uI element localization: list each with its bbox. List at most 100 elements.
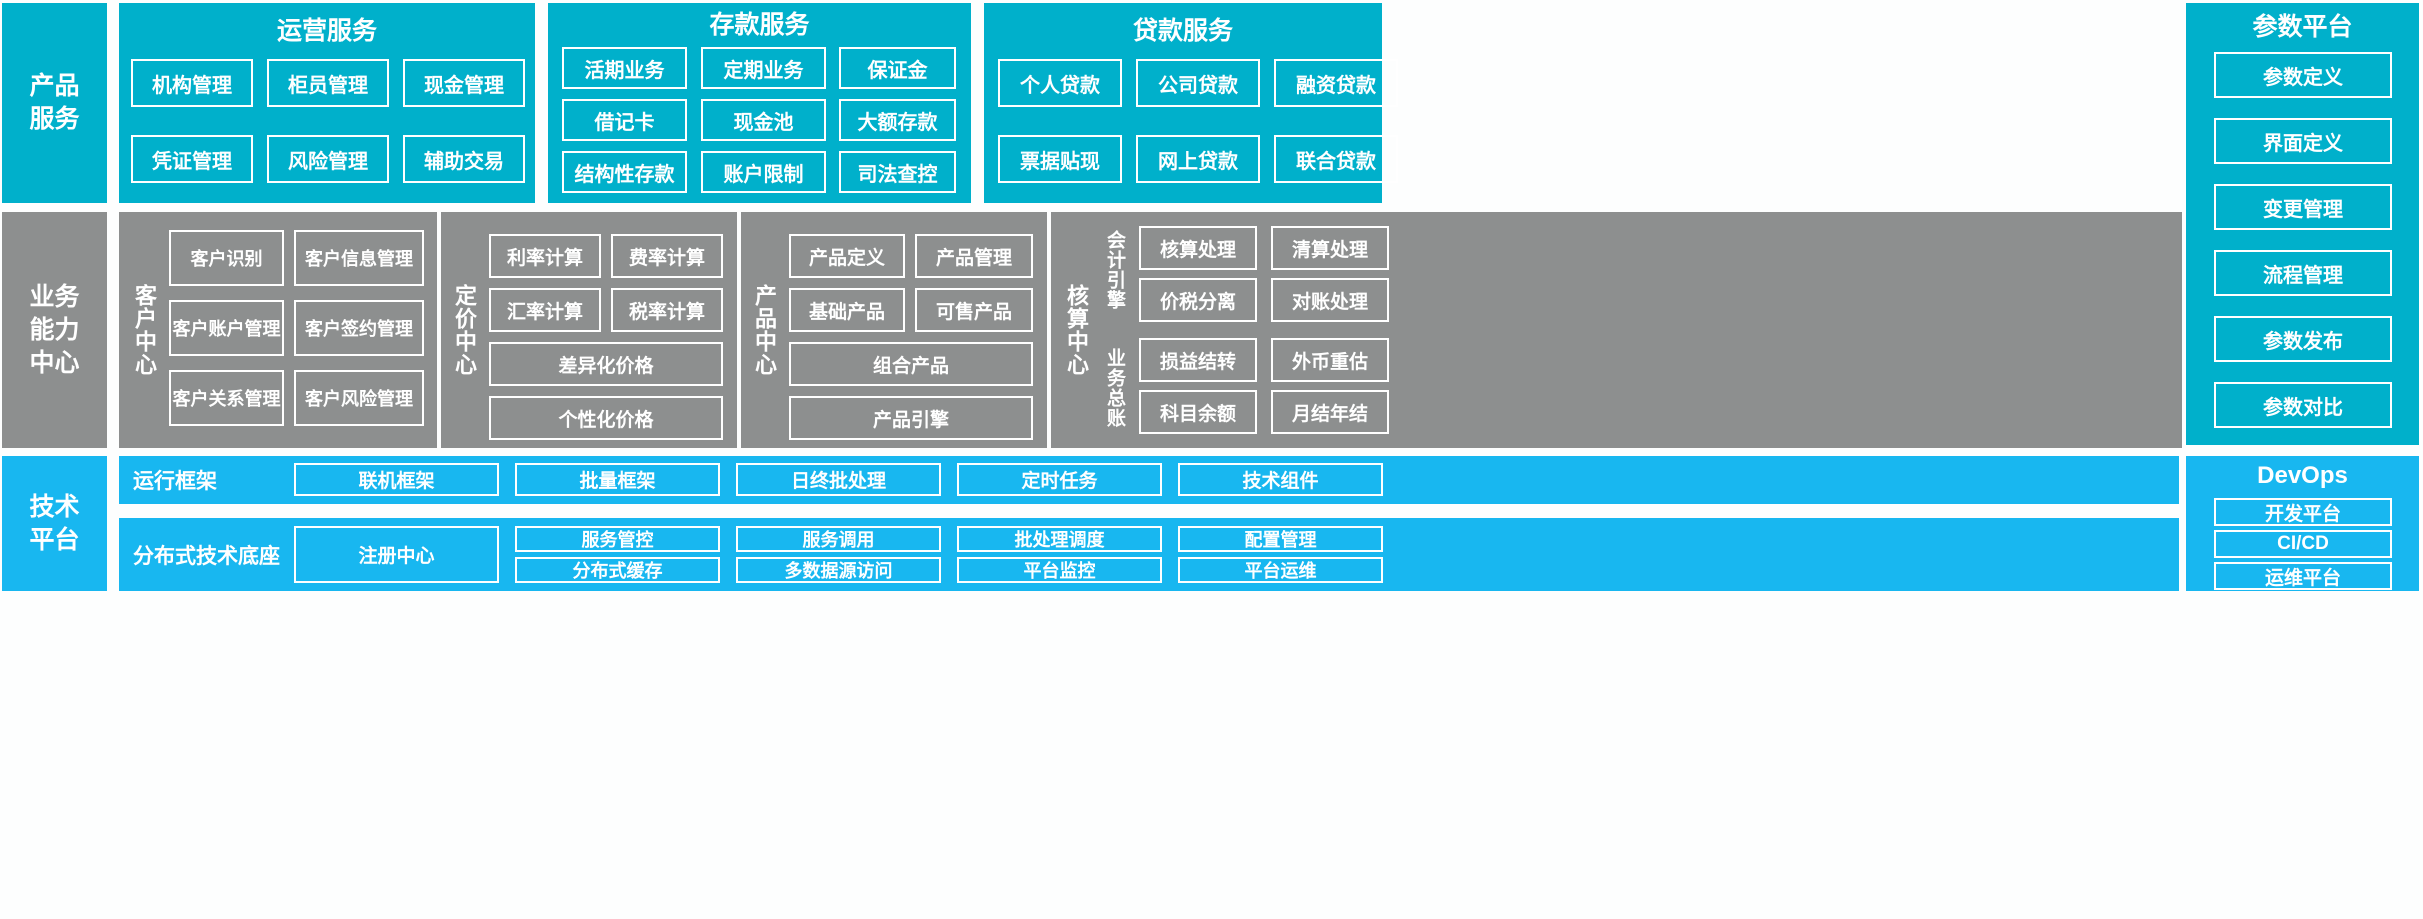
tile-product-wide-0[interactable]: 组合产品	[789, 342, 1033, 386]
group-accounting-center: 核算中心 会计引擎 业务总账 核算处理 清算处理 价税分离 对账处理 损益结转 …	[1051, 212, 2182, 448]
side-label-pricing-center: 定价中心	[452, 284, 477, 376]
tile-customer-1[interactable]: 客户信息管理	[294, 230, 424, 286]
band-runtime-framework: 运行框架 联机框架 批量框架 日终批处理 定时任务 技术组件	[119, 456, 2179, 504]
tile-accounting-top-1[interactable]: 清算处理	[1271, 226, 1389, 270]
tile-deposit-4[interactable]: 现金池	[701, 99, 826, 141]
param-item-3[interactable]: 流程管理	[2214, 250, 2392, 296]
param-item-5[interactable]: 参数对比	[2214, 382, 2392, 428]
group-product-center: 产品中心 产品定义 产品管理 基础产品 可售产品 组合产品 产品引擎	[741, 212, 1047, 448]
tile-operation-1[interactable]: 柜员管理	[267, 59, 389, 107]
tile-pricing-wide-1[interactable]: 个性化价格	[489, 396, 723, 440]
tile-base-r2-1[interactable]: 多数据源访问	[736, 557, 941, 583]
layer-label-line-1: 产品	[29, 72, 80, 100]
tile-customer-0[interactable]: 客户识别	[169, 230, 284, 286]
layer-label-product-service: 产品 服务	[2, 3, 107, 203]
group-title-deposit-services: 存款服务	[709, 11, 810, 39]
band-distributed-base: 分布式技术底座 注册中心 服务管控 服务调用 批处理调度 配置管理 分布式缓存 …	[119, 518, 2179, 591]
param-item-2[interactable]: 变更管理	[2214, 184, 2392, 230]
tile-loan-4[interactable]: 网上贷款	[1136, 135, 1260, 183]
tile-base-r1-2[interactable]: 批处理调度	[957, 526, 1162, 552]
tile-deposit-2[interactable]: 保证金	[839, 47, 956, 89]
sidebar-devops: DevOps 开发平台 CI/CD 运维平台	[2186, 456, 2419, 591]
tile-deposit-7[interactable]: 账户限制	[701, 151, 826, 193]
tile-product-2[interactable]: 基础产品	[789, 288, 905, 332]
tile-operation-5[interactable]: 辅助交易	[403, 135, 525, 183]
tile-base-r1-1[interactable]: 服务调用	[736, 526, 941, 552]
group-operation-services: 运营服务 机构管理 柜员管理 现金管理 凭证管理 风险管理 辅助交易	[119, 3, 535, 203]
tile-loan-3[interactable]: 票据贴现	[998, 135, 1122, 183]
tile-operation-0[interactable]: 机构管理	[131, 59, 253, 107]
tile-base-r1-0[interactable]: 服务管控	[515, 526, 720, 552]
layer-label-technical-platform: 技术 平台	[2, 456, 107, 591]
tile-pricing-wide-0[interactable]: 差异化价格	[489, 342, 723, 386]
tile-pricing-0[interactable]: 利率计算	[489, 234, 601, 278]
tile-accounting-top-3[interactable]: 对账处理	[1271, 278, 1389, 322]
band-label-distributed-base: 分布式技术底座	[133, 544, 280, 568]
tile-product-0[interactable]: 产品定义	[789, 234, 905, 278]
group-pricing-center: 定价中心 利率计算 费率计算 汇率计算 税率计算 差异化价格 个性化价格	[441, 212, 737, 448]
tile-deposit-5[interactable]: 大额存款	[839, 99, 956, 141]
business-label-line-2: 能力	[29, 315, 80, 344]
tile-operation-4[interactable]: 风险管理	[267, 135, 389, 183]
tile-pricing-1[interactable]: 费率计算	[611, 234, 723, 278]
tile-loan-2[interactable]: 融资贷款	[1274, 59, 1398, 107]
tile-deposit-6[interactable]: 结构性存款	[562, 151, 687, 193]
tile-accounting-bottom-1[interactable]: 外币重估	[1271, 338, 1389, 382]
tile-registry-center[interactable]: 注册中心	[294, 526, 499, 583]
tile-customer-4[interactable]: 客户关系管理	[169, 370, 284, 426]
sub-label-accounting-engine: 会计引擎	[1104, 230, 1125, 310]
tile-customer-2[interactable]: 客户账户管理	[169, 300, 284, 356]
tile-accounting-bottom-0[interactable]: 损益结转	[1139, 338, 1257, 382]
group-deposit-services: 存款服务 活期业务 定期业务 保证金 借记卡 现金池 大额存款 结构性存款 账户…	[548, 3, 971, 203]
tile-runtime-3[interactable]: 定时任务	[957, 463, 1162, 496]
devops-item-0[interactable]: 开发平台	[2214, 498, 2392, 526]
param-item-0[interactable]: 参数定义	[2214, 52, 2392, 98]
tile-runtime-2[interactable]: 日终批处理	[736, 463, 941, 496]
tile-loan-0[interactable]: 个人贷款	[998, 59, 1122, 107]
side-label-customer-center: 客户中心	[132, 284, 157, 376]
tile-loan-1[interactable]: 公司贷款	[1136, 59, 1260, 107]
tile-operation-3[interactable]: 凭证管理	[131, 135, 253, 183]
tile-operation-2[interactable]: 现金管理	[403, 59, 525, 107]
tile-product-1[interactable]: 产品管理	[915, 234, 1033, 278]
group-title-operation-services: 运营服务	[276, 17, 377, 45]
tile-deposit-8[interactable]: 司法查控	[839, 151, 956, 193]
layer-label-line-2: 服务	[29, 105, 80, 133]
tile-base-r2-3[interactable]: 平台运维	[1178, 557, 1383, 583]
group-customer-center: 客户中心 客户识别 客户信息管理 客户账户管理 客户签约管理 客户关系管理 客户…	[119, 212, 437, 448]
tile-pricing-3[interactable]: 税率计算	[611, 288, 723, 332]
tile-customer-5[interactable]: 客户风险管理	[294, 370, 424, 426]
tech-label-line-1: 技术	[29, 492, 80, 521]
tile-deposit-0[interactable]: 活期业务	[562, 47, 687, 89]
tile-product-3[interactable]: 可售产品	[915, 288, 1033, 332]
tile-runtime-1[interactable]: 批量框架	[515, 463, 720, 496]
devops-item-1[interactable]: CI/CD	[2214, 530, 2392, 558]
group-loan-services: 贷款服务 个人贷款 公司贷款 融资贷款 票据贴现 网上贷款 联合贷款	[984, 3, 1398, 203]
tile-runtime-4[interactable]: 技术组件	[1178, 463, 1383, 496]
tile-customer-3[interactable]: 客户签约管理	[294, 300, 424, 356]
tile-deposit-3[interactable]: 借记卡	[562, 99, 687, 141]
tile-product-wide-1[interactable]: 产品引擎	[789, 396, 1033, 440]
tile-pricing-2[interactable]: 汇率计算	[489, 288, 601, 332]
sub-label-business-ledger: 业务总账	[1104, 348, 1125, 428]
business-label-line-3: 中心	[29, 348, 80, 377]
tile-accounting-bottom-2[interactable]: 科目余额	[1139, 390, 1257, 434]
side-label-product-center: 产品中心	[752, 284, 777, 376]
devops-item-2[interactable]: 运维平台	[2214, 562, 2392, 590]
sidebar-title-devops: DevOps	[2257, 462, 2348, 489]
tile-accounting-top-0[interactable]: 核算处理	[1139, 226, 1257, 270]
tile-base-r1-3[interactable]: 配置管理	[1178, 526, 1383, 552]
tile-runtime-0[interactable]: 联机框架	[294, 463, 499, 496]
side-label-accounting-center: 核算中心	[1064, 284, 1089, 376]
param-item-4[interactable]: 参数发布	[2214, 316, 2392, 362]
group-title-loan-services: 贷款服务	[1132, 17, 1233, 45]
layer-label-business-capability: 业务 能力 中心	[2, 212, 107, 448]
tile-accounting-top-2[interactable]: 价税分离	[1139, 278, 1257, 322]
tile-accounting-bottom-3[interactable]: 月结年结	[1271, 390, 1389, 434]
param-item-1[interactable]: 界面定义	[2214, 118, 2392, 164]
tile-loan-5[interactable]: 联合贷款	[1274, 135, 1398, 183]
tile-deposit-1[interactable]: 定期业务	[701, 47, 826, 89]
tile-base-r2-0[interactable]: 分布式缓存	[515, 557, 720, 583]
tile-base-r2-2[interactable]: 平台监控	[957, 557, 1162, 583]
